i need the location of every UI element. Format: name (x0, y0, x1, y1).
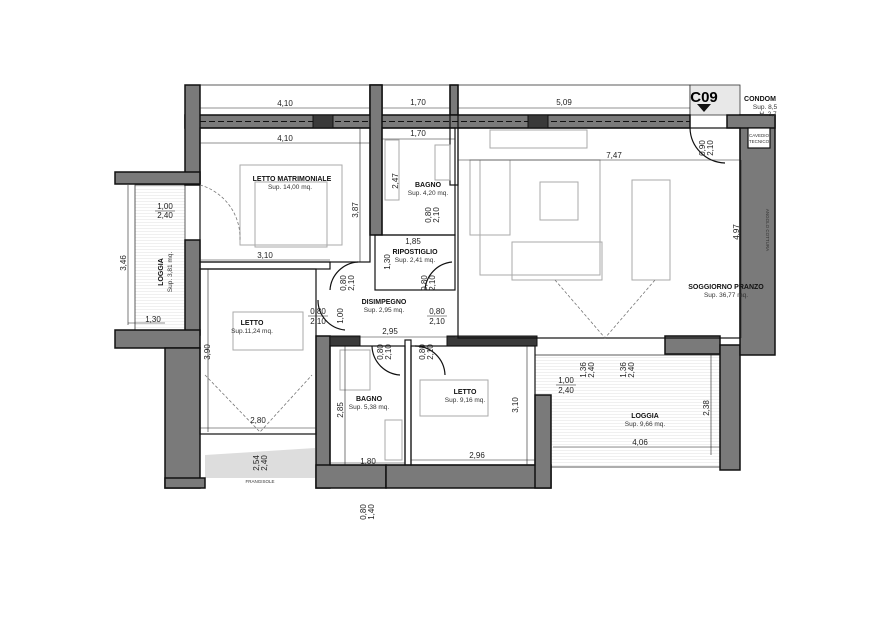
dimension-label: 2,40 (260, 455, 269, 471)
door-width: 0,80 (310, 307, 326, 316)
room-area: Sup. 9,16 mq. (445, 397, 486, 404)
dimension-label: 4,10 (277, 99, 293, 108)
room-name: BAGNO (356, 396, 383, 403)
unit-badge: C09 CONDOM Sup. 8,5 H. 2,7 CAVEDIO TECNI… (245, 89, 777, 484)
door-width: 0,80 (418, 344, 427, 360)
room-area: Sup. 5,38 mq. (349, 404, 390, 411)
dimension-label: 1,30 (383, 254, 392, 270)
dimension-label: 3,87 (351, 202, 360, 218)
room-name: RIPOSTIGLIO (392, 249, 438, 256)
door-width: 1,00 (558, 376, 574, 385)
dimension-label: 2,80 (250, 416, 266, 425)
door-height: 2,10 (432, 207, 441, 223)
dimension-label: 3,90 (203, 344, 212, 360)
cavedio-label-2: TECNICO (749, 139, 770, 144)
room-area: Sup. 36,77 mq. (704, 292, 748, 299)
dimension-label: 2,96 (469, 451, 485, 460)
door-width: 0,80 (339, 275, 348, 291)
condo-h: H. 2,7 (759, 111, 777, 118)
dimension-label: 1,70 (410, 98, 426, 107)
dimension-lines (127, 107, 742, 465)
loggia-right-floor (534, 354, 721, 468)
room-labels: LETTO MATRIMONIALE Sup. 14,00 mq. BAGNO … (158, 176, 764, 428)
door-height: 2,10 (429, 317, 445, 326)
dimension-label: 1,85 (405, 237, 421, 246)
room-area: Sup.11,24 mq. (231, 328, 273, 335)
condo-sup: Sup. 8,5 (753, 104, 778, 111)
dimension-label: 7,47 (606, 151, 622, 160)
dimension-label: 3,10 (511, 397, 520, 413)
dimension-label: 2,95 (382, 327, 398, 336)
angolo-cottura-label: ANGOLO COTTURA (765, 209, 770, 251)
door-height: 2,10 (384, 344, 393, 360)
door-width: 0,80 (376, 344, 385, 360)
dimension-label: 4,10 (277, 134, 293, 143)
room-name: SOGGIORNO PRANZO (688, 284, 764, 291)
room-name: LOGGIA (631, 413, 659, 420)
door-labels: 1,00 2,40 0,80 2,10 0,80 2,10 1,00 2,40 … (155, 140, 715, 520)
dimension-label: 2,54 (252, 455, 261, 471)
interior-lines (199, 127, 741, 466)
room-name: DISIMPEGNO (362, 299, 407, 306)
cavedio-label: CAVEDIO (749, 133, 769, 138)
room-name: LETTO MATRIMONIALE (253, 176, 332, 183)
room-area: Sup. 14,00 mq. (268, 184, 312, 191)
window-height: 2,40 (627, 362, 636, 378)
dimension-label: 3,10 (257, 251, 273, 260)
dimension-label: 1,70 (410, 129, 426, 138)
door-height: 2,10 (428, 275, 437, 291)
dimension-label: 1,80 (360, 457, 376, 466)
window-width: 0,80 (359, 504, 368, 520)
room-name: LETTO (241, 320, 264, 327)
room-area: Sup. 2,95 mq. (364, 307, 405, 314)
room-name: LOGGIA (158, 258, 165, 286)
door-height: 2,10 (347, 275, 356, 291)
door-width: 0,90 (698, 140, 707, 156)
window-width: 1,36 (619, 362, 628, 378)
door-height: 2,40 (157, 211, 173, 220)
dimension-label: 1,00 (336, 308, 345, 324)
frangisole-area (205, 448, 315, 478)
unit-code: C09 (690, 89, 718, 106)
door-height: 2,40 (558, 386, 574, 395)
door-height: 2,10 (310, 317, 326, 326)
door-width: 0,80 (429, 307, 445, 316)
dimension-label: 1,30 (145, 315, 161, 324)
room-area: Sup. 2,41 mq. (395, 257, 436, 264)
room-area: Sup. 4,20 mq. (408, 190, 449, 197)
window-width: 1,36 (579, 362, 588, 378)
dimension-label: 2,38 (702, 400, 711, 416)
room-area: Sup. 3,81 mq. (167, 252, 174, 293)
door-swings (199, 127, 726, 433)
condo-label: CONDOM (744, 96, 776, 103)
dimension-label: 4,97 (732, 224, 741, 240)
arrow-down-icon (697, 104, 711, 112)
door-width: 0,80 (424, 207, 433, 223)
dimension-label: 2,47 (391, 173, 400, 189)
dimension-label: 3,46 (119, 255, 128, 271)
room-name: BAGNO (415, 182, 442, 189)
door-height: 2,10 (706, 140, 715, 156)
room-name: LETTO (454, 389, 477, 396)
frangisole-label: FRANGISOLE (245, 479, 274, 484)
door-width: 0,80 (420, 275, 429, 291)
dimension-label: 4,06 (632, 438, 648, 447)
dimension-labels: 4,10 1,70 5,09 4,10 1,70 7,47 3,87 3,10 … (119, 98, 741, 471)
dimension-label: 5,09 (556, 98, 572, 107)
dimension-label: 2,85 (336, 402, 345, 418)
room-area: Sup. 9,66 mq. (625, 421, 666, 428)
door-height: 2,10 (426, 344, 435, 360)
walls (114, 84, 776, 489)
door-width: 1,00 (157, 202, 173, 211)
window-height: 1,40 (367, 504, 376, 520)
window-height: 2,40 (587, 362, 596, 378)
